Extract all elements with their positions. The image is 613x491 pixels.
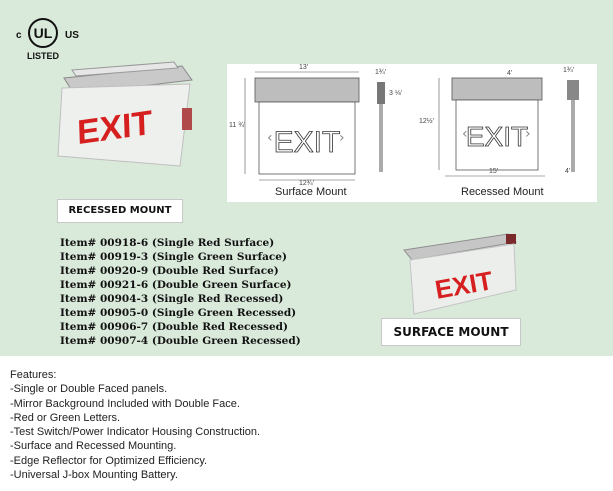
features-section: Features: -Single or Double Faced panels… xyxy=(10,368,260,482)
recessed-trim xyxy=(71,61,179,77)
surface-panel-glass xyxy=(409,243,517,315)
dimension-diagram: EXIT ‹ › EXIT ‹ › 13' 11 ¾' 12¾' 1¾' 3 ⅛… xyxy=(227,64,597,202)
list-item: Item# 00905-0 (Single Green Recessed) xyxy=(60,307,297,319)
recessed-top-dim: 4' xyxy=(507,70,513,77)
feature-item: -Red or Green Letters. xyxy=(10,411,121,424)
recessed-height-dim: 12½' xyxy=(419,118,434,125)
surface-inner-width-dim: 12¾' xyxy=(299,180,314,187)
surface-panel xyxy=(258,101,356,175)
surface-height-dim: 11 ¾' xyxy=(229,122,246,129)
feature-item: -Surface and Recessed Mounting. xyxy=(10,440,177,453)
feature-item: -Mirror Background Included with Double … xyxy=(10,397,240,410)
surface-housing xyxy=(254,77,360,103)
feature-item: -Single or Double Faced panels. xyxy=(10,383,168,396)
list-item: Item# 00904-3 (Single Red Recessed) xyxy=(60,293,284,305)
recessed-side-bracket xyxy=(182,108,192,130)
surface-left-chevron-icon: ‹ xyxy=(267,130,273,146)
surface-mount-photo: EXIT xyxy=(403,233,518,315)
surface-right-chevron-icon: › xyxy=(339,130,345,146)
surface-exit-outline: EXIT xyxy=(274,126,341,159)
recessed-exit-outline: EXIT xyxy=(466,121,528,152)
recessed-width-dim: 15' xyxy=(489,168,499,175)
surface-mount-label: Surface Mount xyxy=(275,186,347,198)
ul-c-mark: c xyxy=(16,30,22,41)
recessed-side-bottom-dim: 4' xyxy=(565,168,571,175)
recessed-diagram-housing xyxy=(451,77,543,101)
list-item: Item# 00918-6 (Single Red Surface) xyxy=(60,237,275,249)
recessed-mount-photo: EXIT xyxy=(57,61,193,167)
recessed-side-housing xyxy=(567,80,579,100)
recessed-side-panel xyxy=(571,100,575,172)
list-item: Item# 00921-6 (Double Green Surface) xyxy=(60,279,292,291)
list-item: Item# 00907-4 (Double Green Recessed) xyxy=(60,335,301,347)
feature-item: -Edge Reflector for Optimized Efficiency… xyxy=(10,454,208,467)
recessed-mount-label: Recessed Mount xyxy=(461,186,544,198)
surface-side-panel xyxy=(379,104,383,172)
feature-item: -Universal J-box Mounting Battery. xyxy=(10,469,178,482)
recessed-right-chevron-icon: › xyxy=(525,126,531,142)
ul-circle-mark: UL xyxy=(28,18,58,48)
surface-side-height-dim: 3 ⅛' xyxy=(389,90,403,97)
recessed-mount-caption: RECESSED MOUNT xyxy=(57,199,183,223)
list-item: Item# 00919-3 (Single Green Surface) xyxy=(60,251,287,263)
recessed-panel xyxy=(57,83,191,167)
ul-listed-logo: c UL US LISTED xyxy=(16,14,80,64)
recessed-left-chevron-icon: ‹ xyxy=(462,126,468,142)
item-list: Item# 00918-6 (Single Red Surface) Item#… xyxy=(60,236,301,348)
ul-listed-text: LISTED xyxy=(27,51,60,61)
ul-us-mark: US xyxy=(65,30,79,41)
list-item: Item# 00906-7 (Double Red Recessed) xyxy=(60,321,288,333)
features-heading: Features: xyxy=(10,369,57,381)
dimension-drawing: EXIT ‹ › EXIT ‹ › xyxy=(244,71,579,181)
feature-item: -Test Switch/Power Indicator Housing Con… xyxy=(10,426,261,439)
surface-side-top-dim: 1¾' xyxy=(375,69,387,76)
recessed-diagram-panel xyxy=(455,99,539,171)
surface-end-cap xyxy=(506,234,516,244)
surface-width-dim: 13' xyxy=(299,64,309,71)
surface-mount-caption: SURFACE MOUNT xyxy=(381,318,521,346)
list-item: Item# 00920-9 (Double Red Surface) xyxy=(60,265,279,277)
recessed-side-top-dim: 1¾' xyxy=(563,67,575,74)
surface-side-housing xyxy=(377,82,385,104)
